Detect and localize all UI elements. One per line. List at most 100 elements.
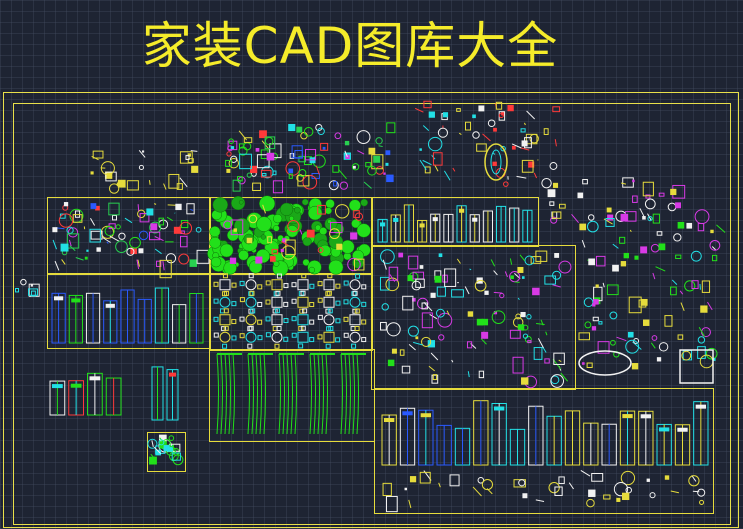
- cad-symbol: [421, 302, 428, 310]
- cad-symbol: [658, 192, 665, 197]
- cad-symbol: [232, 179, 241, 192]
- cad-symbol: [472, 114, 476, 119]
- cad-symbol: [582, 362, 585, 365]
- chair-symbol: [309, 283, 315, 289]
- elevation-fill: [89, 376, 101, 381]
- cad-symbol: [118, 232, 126, 240]
- chair-symbol: [239, 280, 245, 286]
- cad-symbol: [464, 286, 470, 295]
- cad-symbol: [226, 168, 231, 173]
- cad-symbol: [138, 248, 144, 254]
- plant-symbol: [238, 199, 244, 205]
- cad-symbol: [456, 258, 461, 264]
- cad-symbol: [620, 470, 636, 486]
- cad-symbol: [115, 224, 121, 230]
- table-symbol: [349, 331, 361, 343]
- cad-symbol: [571, 214, 579, 223]
- cad-symbol: [401, 365, 411, 374]
- cad-symbol: [54, 260, 60, 271]
- cad-symbol: [591, 326, 597, 331]
- cad-symbol: [30, 284, 33, 287]
- cad-symbol: [320, 142, 329, 151]
- cad-symbol: [429, 313, 438, 320]
- cad-symbol: [102, 237, 111, 243]
- cad-symbol: [419, 159, 427, 170]
- plant-symbol: [319, 227, 328, 236]
- block-door-window-elevations: [374, 388, 714, 514]
- plant-symbol: [273, 260, 280, 267]
- cad-symbol: [558, 203, 566, 209]
- cad-symbol: [147, 438, 158, 449]
- cad-symbol: [74, 210, 81, 218]
- cad-symbol: [262, 204, 267, 214]
- table-symbol: [323, 296, 335, 308]
- cad-symbol: [142, 150, 145, 153]
- table-symbol: [271, 279, 283, 291]
- cad-symbol: [285, 239, 296, 256]
- cad-symbol: [612, 243, 619, 249]
- cad-symbol: [282, 238, 287, 243]
- cad-symbol: [467, 311, 474, 317]
- cad-symbol: [158, 217, 165, 226]
- cad-symbol: [438, 482, 441, 488]
- cad-symbol: [402, 295, 414, 311]
- cad-symbol: [233, 228, 237, 232]
- cad-symbol: [592, 303, 596, 307]
- table-symbol: [297, 314, 309, 326]
- plant-symbol: [308, 266, 316, 274]
- cad-symbol: [412, 271, 425, 280]
- cad-symbol: [640, 298, 648, 306]
- cad-symbol: [511, 143, 522, 149]
- cad-symbol: [442, 112, 449, 118]
- cad-symbol: [478, 105, 485, 112]
- cad-symbol: [686, 222, 693, 229]
- cad-symbol: [179, 221, 193, 235]
- cad-symbol: [163, 183, 167, 190]
- cad-symbol: [126, 247, 135, 256]
- cad-symbol: [627, 331, 634, 338]
- cad-symbol: [124, 217, 133, 224]
- cad-symbol: [587, 214, 595, 221]
- cad-symbol: [382, 259, 387, 270]
- cad-symbol: [707, 301, 713, 311]
- cad-symbol: [162, 261, 165, 271]
- cad-symbol: [317, 204, 326, 215]
- cad-symbol: [250, 165, 258, 174]
- cad-symbol: [58, 213, 74, 228]
- cad-symbol: [465, 121, 472, 131]
- cad-symbol: [554, 486, 563, 496]
- cad-symbol: [504, 271, 508, 278]
- cad-symbol: [185, 155, 190, 160]
- elevation-fill: [494, 406, 505, 411]
- cad-symbol: [535, 499, 545, 502]
- elevation-fill: [622, 414, 633, 419]
- cad-symbol: [126, 180, 139, 191]
- plant-symbol: [302, 237, 312, 247]
- cad-symbol: [493, 270, 498, 276]
- cad-symbol: [186, 203, 195, 215]
- table-symbol: [349, 279, 361, 291]
- cad-symbol: [675, 202, 682, 209]
- cad-symbol: [333, 181, 338, 187]
- cad-symbol: [529, 133, 539, 144]
- cad-symbol: [528, 161, 535, 168]
- cad-symbol: [632, 341, 642, 350]
- cad-symbol: [650, 243, 660, 253]
- plant-symbol: [301, 198, 309, 206]
- cad-symbol: [166, 445, 173, 452]
- chair-symbol: [274, 343, 280, 349]
- cad-symbol: [365, 162, 371, 168]
- chair-symbol: [239, 333, 245, 339]
- cad-symbol: [705, 347, 718, 360]
- curtain-symbol: [290, 353, 293, 435]
- cad-symbol: [302, 174, 318, 190]
- cad-symbol: [264, 136, 276, 150]
- cad-symbol: [190, 208, 194, 211]
- cad-symbol: [552, 284, 561, 288]
- cad-symbol: [424, 166, 431, 174]
- cad-symbol: [558, 359, 562, 363]
- chair-symbol: [222, 343, 228, 349]
- cad-symbol: [154, 236, 164, 242]
- table-symbol: [323, 279, 335, 291]
- cad-symbol: [31, 290, 36, 297]
